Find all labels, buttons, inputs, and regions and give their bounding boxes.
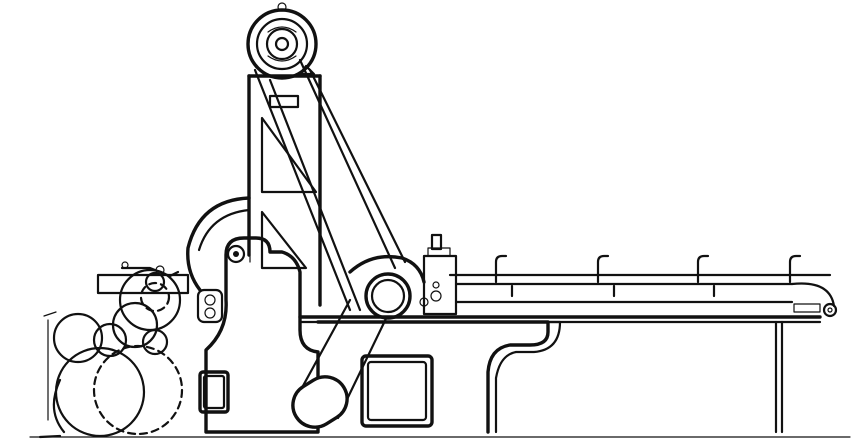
lower-pulley	[291, 375, 349, 429]
left-base	[38, 370, 230, 439]
feed-rolls	[43, 261, 190, 438]
drive-belts	[253, 58, 407, 420]
sliver-trough	[448, 254, 838, 318]
upright-frame	[247, 74, 322, 307]
top-drive-wheel	[246, 2, 318, 80]
gear-plate	[196, 288, 224, 324]
main-cylinder	[186, 196, 251, 292]
machine-bed	[298, 315, 822, 434]
side-casting	[204, 236, 320, 434]
doffer-rolls	[348, 254, 426, 320]
